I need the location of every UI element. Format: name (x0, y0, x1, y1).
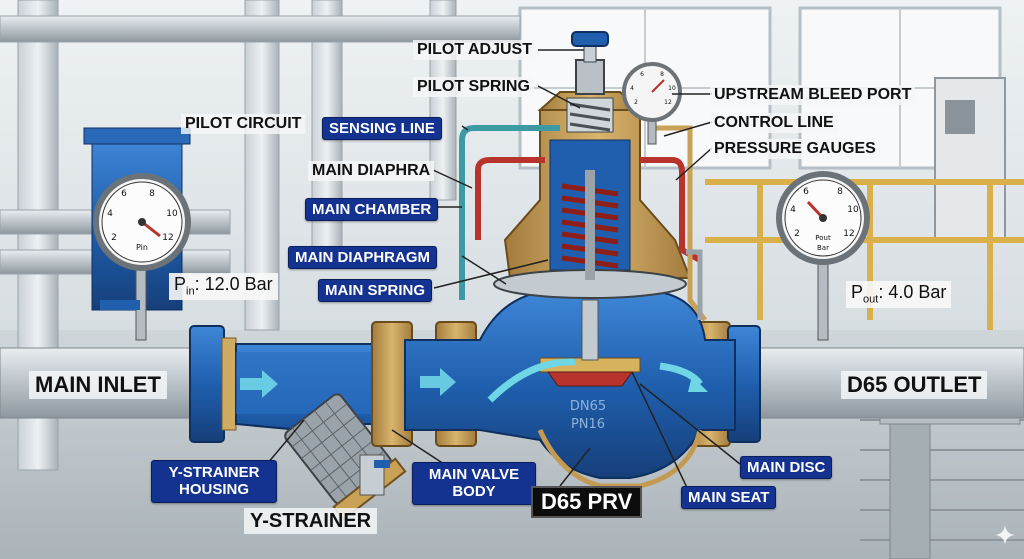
label-main-diaphra: MAIN DIAPHRA (308, 161, 435, 181)
gauge-in-tick: 12 (162, 233, 173, 243)
label-main-seat: MAIN SEAT (681, 486, 777, 509)
label-main-inlet: MAIN INLET (29, 371, 167, 399)
label-main-spring: MAIN SPRING (318, 279, 433, 302)
pressure-out-value: : 4.0 Bar (878, 282, 947, 302)
gauge-in-tick: 8 (149, 189, 155, 199)
gauge-out-tick: 10 (847, 205, 859, 215)
label-main-valve-body: MAIN VALVE BODY (412, 462, 536, 505)
gauge-top-tick: 4 (630, 85, 634, 92)
label-pilot-spring: PILOT SPRING (413, 77, 534, 97)
gauge-top-tick: 8 (660, 71, 664, 78)
gauge-out-tick: 6 (803, 187, 809, 197)
label-sensing-line: SENSING LINE (322, 117, 442, 140)
gauge-in-tick: 6 (121, 189, 127, 199)
gauge-in-tick: 2 (111, 233, 117, 243)
gauge-out-unit: Pout (815, 234, 831, 242)
label-d65-outlet: D65 OUTLET (841, 371, 988, 399)
pressure-in-sub: in (186, 285, 195, 298)
gauge-in-tick: 4 (107, 209, 113, 219)
gauge-out-tick: 2 (794, 229, 800, 239)
label-main-diaphragm: MAIN DIAPHRAGM (288, 246, 437, 269)
label-main-disc: MAIN DISC (740, 456, 833, 479)
pressure-out-symbol: P (851, 282, 864, 302)
gauge-top-tick: 10 (668, 85, 676, 92)
gauge-top-tick: 2 (634, 99, 638, 106)
body-casting-rating: PN16 (571, 417, 605, 432)
body-casting-size: DN65 (570, 399, 606, 414)
gauge-out-tick: 8 (837, 187, 843, 197)
label-pressure-gauges: PRESSURE GAUGES (710, 139, 880, 159)
label-pressure-in: Pin: 12.0 Bar (169, 273, 278, 300)
label-pilot-circuit: PILOT CIRCUIT (181, 114, 306, 134)
sparkle-icon (995, 525, 1015, 545)
label-d65-prv: D65 PRV (531, 486, 643, 518)
label-control-line: CONTROL LINE (710, 113, 838, 133)
label-upstream-bleed-port: UPSTREAM BLEED PORT (710, 85, 916, 105)
gauge-out-subunit: Bar (817, 244, 829, 252)
label-main-chamber: MAIN CHAMBER (305, 198, 439, 221)
pressure-out-sub: out (863, 293, 879, 306)
gauge-in-unit: Pin (136, 243, 148, 252)
gauge-top-tick: 6 (640, 71, 644, 78)
gauge-top-tick: 12 (664, 99, 672, 106)
pressure-in-symbol: P (174, 274, 187, 294)
label-y-strainer: Y-STRAINER (244, 508, 378, 534)
pressure-in-value: : 12.0 Bar (194, 274, 273, 294)
label-y-strainer-housing: Y-STRAINER HOUSING (151, 460, 277, 503)
gauge-out-tick: 12 (843, 229, 854, 239)
label-pressure-out: Pout: 4.0 Bar (846, 281, 952, 308)
label-pilot-adjust: PILOT ADJUST (413, 40, 536, 60)
gauge-out-tick: 4 (790, 205, 796, 215)
gauge-in-tick: 10 (166, 209, 178, 219)
